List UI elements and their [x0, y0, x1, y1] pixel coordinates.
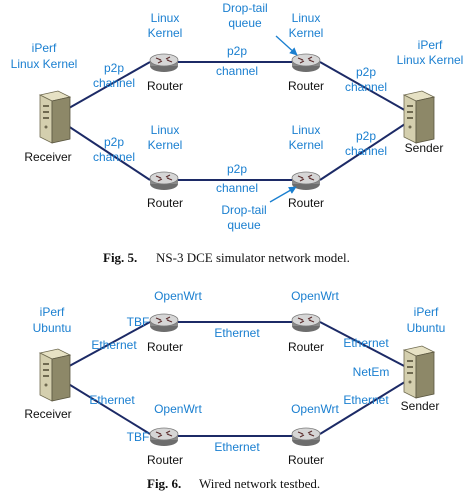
router-icon	[149, 53, 179, 73]
fig6-caption-text: Wired network testbed.	[199, 476, 320, 491]
sender-stack-line2: Linux Kernel	[397, 53, 464, 67]
receiver-label: Receiver	[24, 150, 71, 164]
netem-label: NetEm	[353, 365, 390, 379]
router-label-top-right: Router	[288, 79, 324, 93]
link-label-bottom-left-line2: channel	[93, 150, 135, 164]
ethernet-label-top-left: Ethernet	[91, 338, 137, 352]
link-receiver-router-bottom-left	[61, 379, 151, 435]
router-icon	[291, 171, 321, 191]
kernel-label-bottom-left-line1: Linux	[151, 123, 180, 137]
link-label-top-left-line2: channel	[93, 76, 135, 90]
kernel-label-bottom-right-line2: Kernel	[289, 138, 324, 152]
kernel-label-top-right-line1: Linux	[292, 11, 321, 25]
queue-label-top-line2: queue	[228, 16, 262, 30]
router-label-top-left: Router	[147, 340, 183, 354]
kernel-label-bottom-right-line1: Linux	[292, 123, 321, 137]
link-label-top-left-line1: p2p	[104, 61, 124, 75]
link-receiver-router-bottom-left	[61, 121, 151, 181]
queue-arrow-bottom	[269, 186, 297, 203]
fig5-caption-text: NS-3 DCE simulator network model.	[156, 250, 350, 265]
link-label-bottom-left-line1: p2p	[104, 135, 124, 149]
sender-server-icon	[403, 345, 435, 399]
link-router-bottom-right-sender	[319, 121, 409, 181]
fig6-caption-number: Fig. 6.	[147, 476, 181, 491]
sender-server-icon	[403, 90, 435, 144]
queue-label-bottom-line1: Drop-tail	[221, 203, 266, 217]
tbf-label-top: TBF	[127, 315, 150, 329]
openwrt-label-top-right: OpenWrt	[291, 289, 339, 303]
link-label-top-right-line1: p2p	[356, 65, 376, 79]
router-label-bottom-right: Router	[288, 453, 324, 467]
link-label-top-mid-line1: p2p	[227, 44, 247, 58]
openwrt-label-top-left: OpenWrt	[154, 289, 202, 303]
router-icon	[291, 427, 321, 447]
router-label-bottom-right: Router	[288, 196, 324, 210]
router-icon	[149, 313, 179, 333]
queue-label-bottom-line2: queue	[227, 218, 261, 232]
ethernet-label-bottom-mid: Ethernet	[214, 440, 260, 454]
kernel-label-top-left-line2: Kernel	[148, 26, 183, 40]
receiver-server-icon	[39, 348, 71, 402]
fig6-links	[61, 321, 409, 437]
link-label-bottom-mid-line2: channel	[216, 181, 258, 195]
link-label-top-mid-line2: channel	[216, 64, 258, 78]
queue-arrow-top	[275, 35, 298, 56]
receiver-stack-line2: Linux Kernel	[11, 57, 78, 71]
link-label-bottom-mid-line1: p2p	[227, 162, 247, 176]
link-router-bottom-right-sender	[319, 379, 409, 435]
queue-label-top-line1: Drop-tail	[222, 1, 267, 15]
router-label-top-right: Router	[288, 340, 324, 354]
receiver-server-icon	[39, 90, 71, 144]
tbf-label-bottom: TBF	[127, 430, 150, 444]
link-receiver-router-top-left	[61, 61, 151, 113]
link-receiver-router-top-left	[61, 321, 151, 371]
ethernet-label-top-right: Ethernet	[343, 336, 389, 350]
receiver-stack-line2: Ubuntu	[33, 321, 72, 335]
fig5-diagram: Linux Kernel Linux Kernel Drop-tail queu…	[11, 1, 464, 265]
sender-label: Sender	[401, 399, 440, 413]
receiver-stack-line1: iPerf	[32, 41, 57, 55]
router-label-bottom-left: Router	[147, 196, 183, 210]
router-icon	[149, 171, 179, 191]
fig5-caption-number: Fig. 5.	[103, 250, 137, 265]
router-label-bottom-left: Router	[147, 453, 183, 467]
sender-stack-line1: iPerf	[414, 305, 439, 319]
link-router-top-right-sender	[319, 61, 409, 113]
kernel-label-top-right-line2: Kernel	[289, 26, 324, 40]
openwrt-label-bottom-right: OpenWrt	[291, 402, 339, 416]
link-router-top-right-sender	[319, 321, 409, 369]
fig6-diagram: OpenWrt OpenWrt OpenWrt OpenWrt iPerf Ub…	[24, 289, 445, 491]
router-icon	[149, 427, 179, 447]
link-label-top-right-line2: channel	[345, 80, 387, 94]
kernel-label-bottom-left-line2: Kernel	[148, 138, 183, 152]
kernel-label-top-left-line1: Linux	[151, 11, 180, 25]
ethernet-label-bottom-right: Ethernet	[343, 393, 389, 407]
link-label-bottom-right-line2: channel	[345, 144, 387, 158]
router-label-top-left: Router	[147, 79, 183, 93]
receiver-stack-line1: iPerf	[40, 305, 65, 319]
sender-stack-line1: iPerf	[418, 38, 443, 52]
fig5-links	[61, 61, 409, 181]
link-label-bottom-right-line1: p2p	[356, 129, 376, 143]
router-icon	[291, 313, 321, 333]
sender-label: Sender	[405, 141, 444, 155]
openwrt-label-bottom-left: OpenWrt	[154, 402, 202, 416]
ethernet-label-bottom-left: Ethernet	[89, 393, 135, 407]
sender-stack-line2: Ubuntu	[407, 321, 446, 335]
receiver-label: Receiver	[24, 407, 71, 421]
router-icon	[291, 53, 321, 73]
ethernet-label-top-mid: Ethernet	[214, 326, 260, 340]
